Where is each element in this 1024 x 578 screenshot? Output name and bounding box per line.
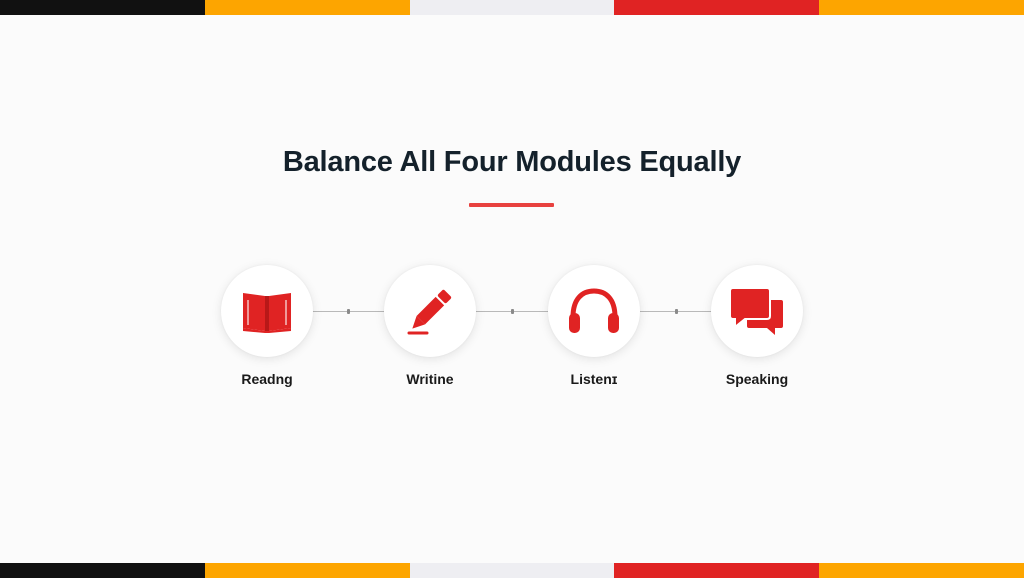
stripe-segment: [0, 563, 205, 578]
module-icon-circle: [384, 265, 476, 357]
open-book-icon: [241, 289, 293, 333]
slide-title: Balance All Four Modules Equally: [282, 146, 742, 178]
bottom-color-stripe: [0, 563, 1024, 578]
module-label-writing: Writine: [406, 371, 454, 387]
stripe-segment: [0, 0, 205, 15]
module-label-reading: Readng: [241, 371, 293, 387]
connector-line: [640, 309, 712, 314]
module-icon-circle: [711, 265, 803, 357]
stripe-segment: [819, 0, 1024, 15]
module-label-speaking: Speaking: [725, 371, 789, 387]
connector-line: [476, 309, 548, 314]
module-reading: Readng: [221, 265, 313, 395]
connector-dot: [347, 309, 350, 314]
pencil-icon: [405, 286, 455, 336]
title-underline: [469, 203, 554, 207]
stripe-segment: [614, 563, 820, 578]
module-listening: Listenɪ: [548, 265, 640, 395]
connector-line: [312, 309, 384, 314]
module-icon-circle: [548, 265, 640, 357]
stripe-segment: [409, 0, 615, 15]
stripe-segment: [204, 0, 410, 15]
module-speaking: Speaking: [711, 265, 803, 395]
stripe-segment: [819, 563, 1024, 578]
stripe-segment: [409, 563, 615, 578]
connector-dot: [675, 309, 678, 314]
module-writing: Writine: [384, 265, 476, 395]
module-icon-circle: [221, 265, 313, 357]
stripe-segment: [614, 0, 820, 15]
headphones-icon: [567, 287, 621, 335]
stripe-segment: [204, 563, 410, 578]
speech-bubbles-icon: [729, 286, 785, 336]
module-label-listening: Listenɪ: [570, 371, 618, 387]
connector-dot: [511, 309, 514, 314]
top-color-stripe: [0, 0, 1024, 15]
